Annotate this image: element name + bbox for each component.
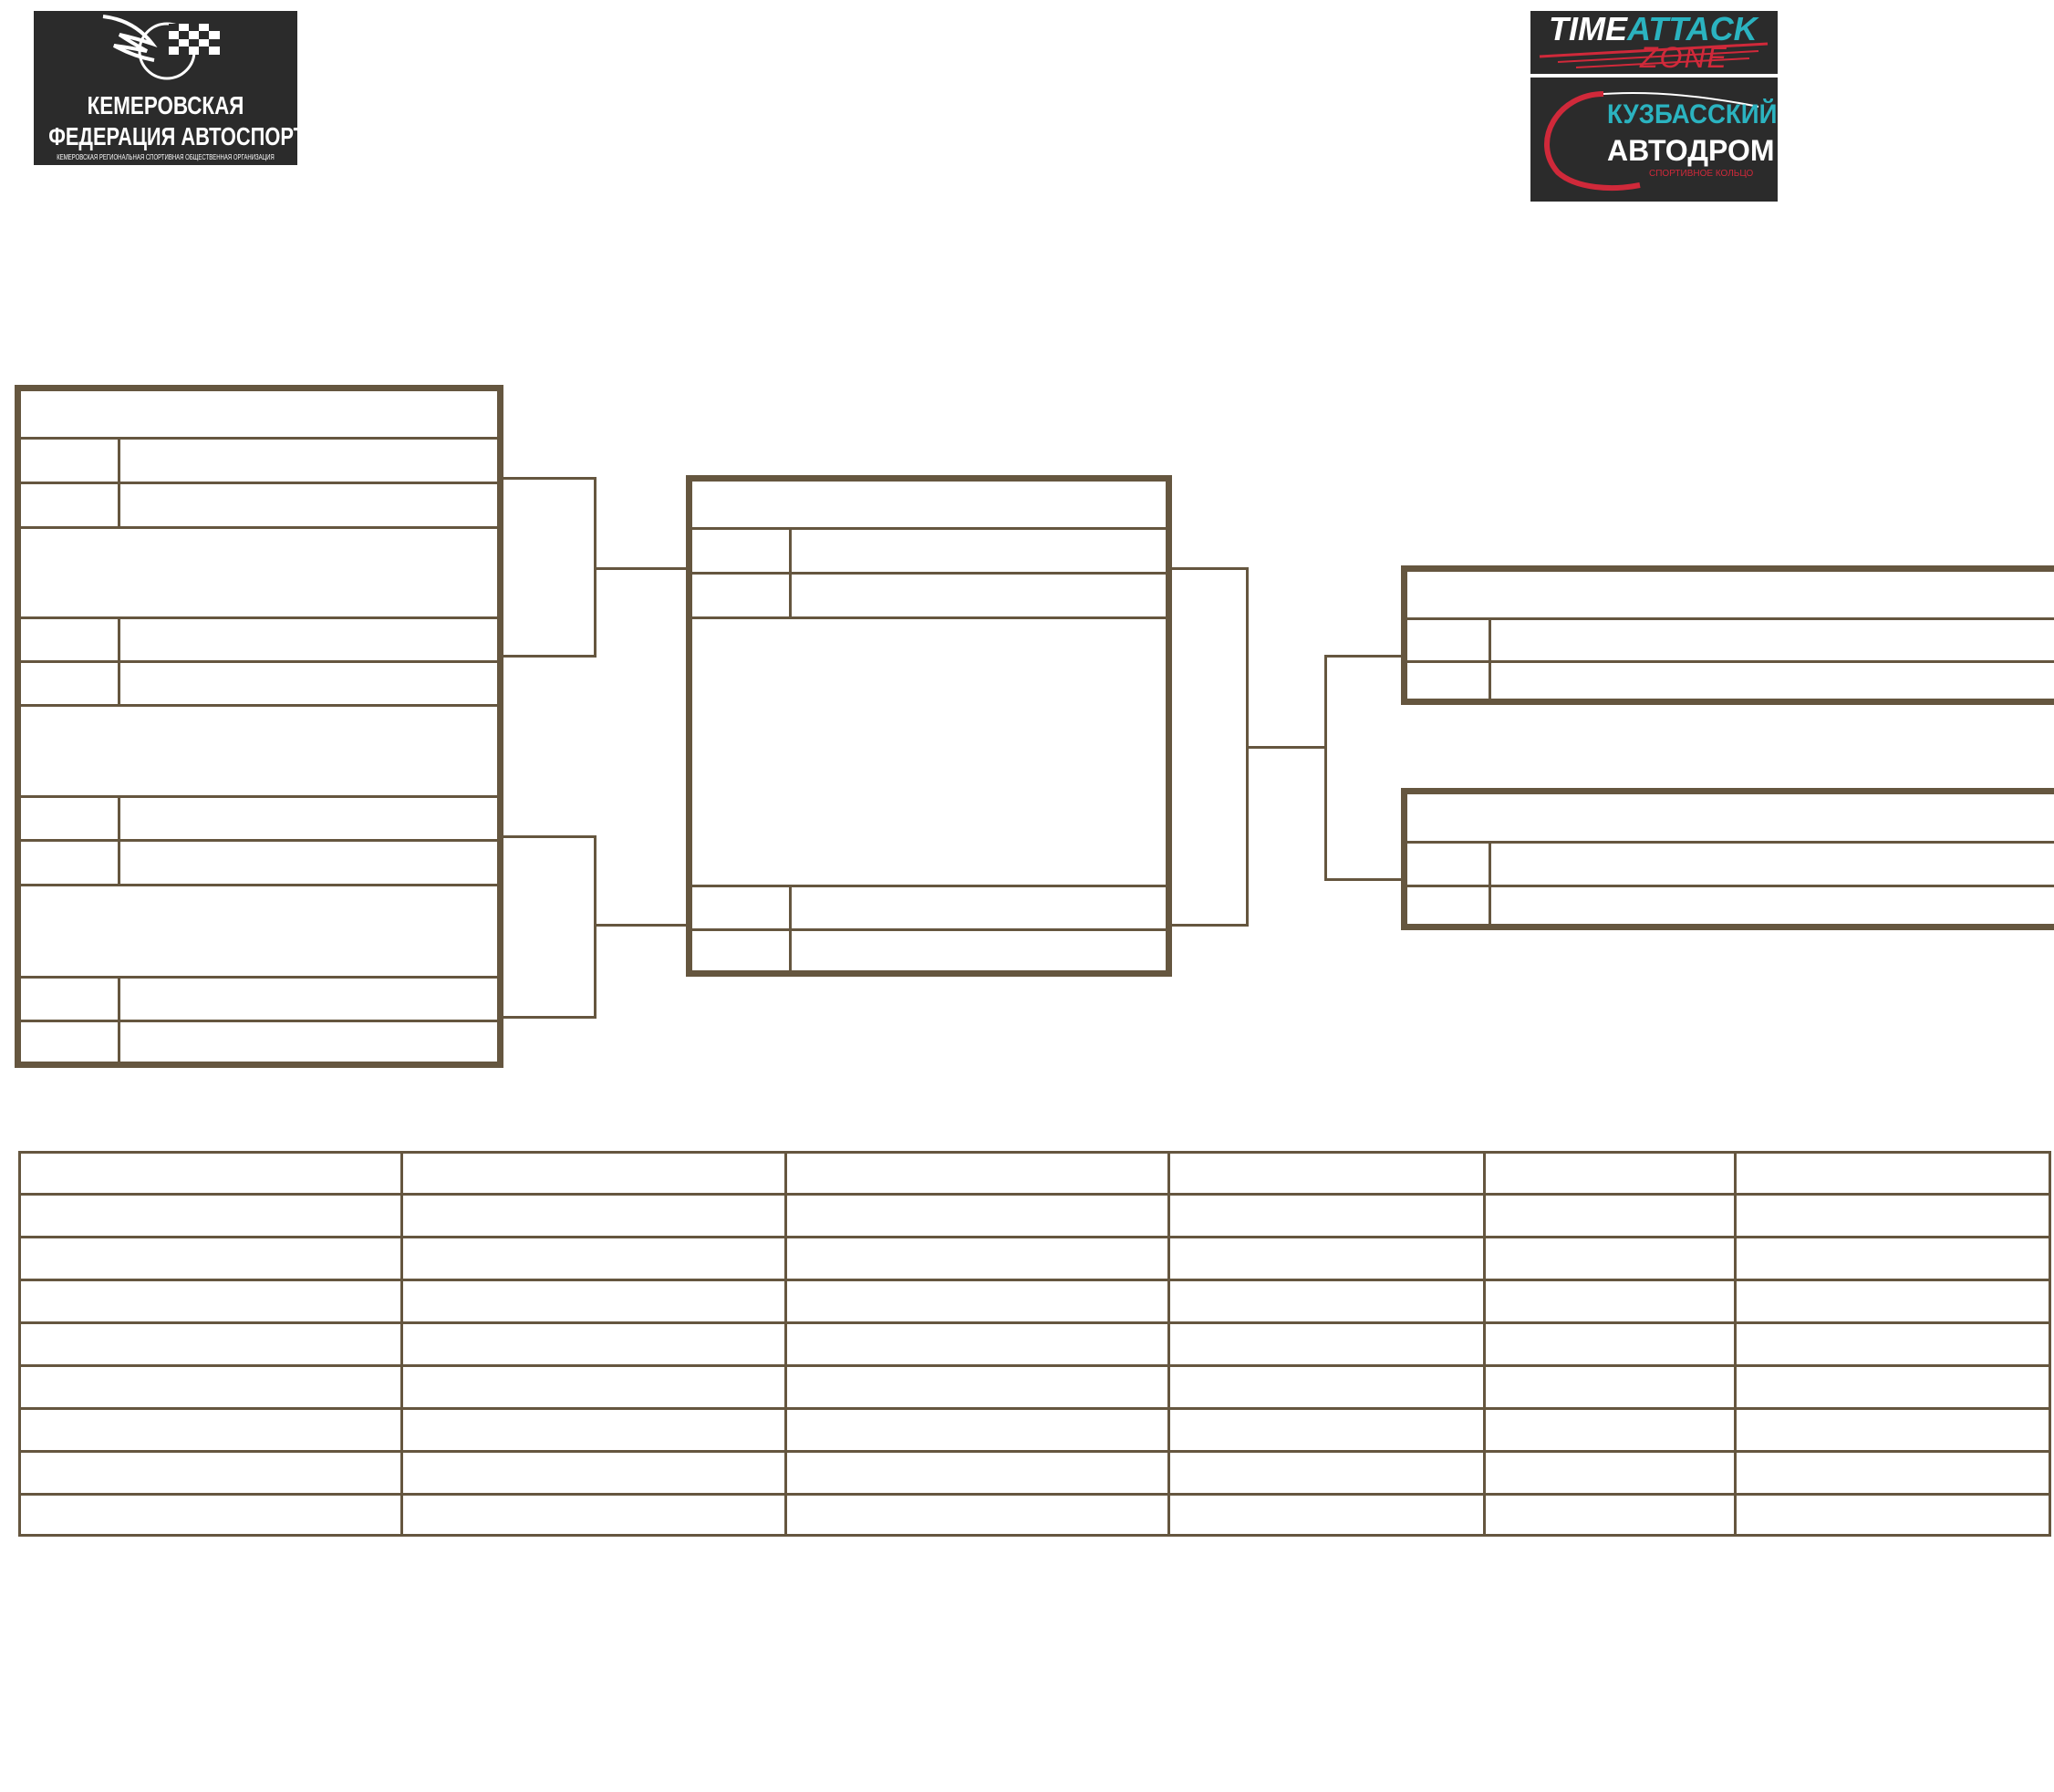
third-place-seed-1 (1407, 844, 1489, 885)
table-header-cell-1 (21, 1154, 400, 1193)
final-header (1407, 572, 2054, 617)
sf-pair-2-name-2 (792, 931, 1166, 970)
table-header-cell-4 (1170, 1154, 1483, 1193)
qf-pair-4-seed-1 (21, 979, 118, 1020)
logo-line-1: КЕМЕРОВСКАЯ (87, 91, 244, 119)
final-block (1401, 565, 2054, 705)
speed-stripes-icon (1539, 42, 1769, 68)
sf-pair-1-name-1 (792, 530, 1166, 572)
third-place-name-1 (1491, 844, 2054, 885)
table-row (21, 1238, 2049, 1279)
connector-qf2-v (594, 835, 596, 1019)
semifinal-block (686, 475, 1172, 977)
qf-pair-1-name-1 (120, 440, 497, 482)
time-attack-zone-logo: TIMEATTACK ZONE (1530, 11, 1778, 74)
table-row (21, 1281, 2049, 1321)
connector-sf-b (1172, 924, 1249, 927)
connector-qf1-a (503, 477, 596, 480)
connector-sf-out (1246, 746, 1326, 749)
kfa-logo: КЕМЕРОВСКАЯ ФЕДЕРАЦИЯ АВТОСПОРТА КЕМЕРОВ… (34, 11, 297, 165)
connector-qf2-b (503, 1016, 596, 1019)
sf-pair-1-seed-1 (692, 530, 789, 572)
kuzbass-autodrom-logo: КУЗБАССКИЙ АВТОДРОМ СПОРТИВНОЕ КОЛЬЦО (1530, 78, 1778, 202)
connector-qf2-out (594, 924, 689, 927)
final-name-2 (1491, 663, 2054, 699)
qf-pair-2-seed-1 (21, 619, 118, 660)
qf-pair-1-seed-2 (21, 484, 118, 526)
sf-pair-1-seed-2 (692, 575, 789, 616)
qf-pair-4-name-1 (120, 979, 497, 1020)
qf-pair-2-name-2 (120, 663, 497, 704)
qf-pair-1-seed-1 (21, 440, 118, 482)
qf-pair-1-name-2 (120, 484, 497, 526)
winged-flag-emblem-icon (102, 15, 220, 80)
connector-qf2-a (503, 835, 596, 838)
qf-pair-2-name-1 (120, 619, 497, 660)
table-row (21, 1496, 2049, 1534)
sf-header (692, 482, 1166, 527)
final-seed-2 (1407, 663, 1489, 699)
logo-word-zone: ZONE (1640, 41, 1728, 74)
table-row (21, 1410, 2049, 1450)
logo-word-time: TIME (1549, 11, 1627, 47)
third-place-name-2 (1491, 887, 2054, 924)
connector-final-b (1324, 878, 1401, 881)
logo-line-3: КЕМЕРОВСКАЯ РЕГИОНАЛЬНАЯ СПОРТИВНАЯ ОБЩЕ… (57, 153, 275, 161)
table-header-cell-5 (1486, 1154, 1734, 1193)
logo-kuzbass: КУЗБАССКИЙ (1607, 99, 1778, 129)
logo-word-attack: ATTACK (1627, 11, 1758, 47)
logo-tagline: СПОРТИВНОЕ КОЛЬЦО (1649, 169, 1754, 179)
sf-pair-2-seed-1 (692, 887, 789, 928)
table-row (21, 1367, 2049, 1407)
results-table (18, 1151, 2051, 1537)
qf-pair-3-seed-2 (21, 842, 118, 884)
table-header-cell-3 (787, 1154, 1167, 1193)
qf-pair-3-name-1 (120, 798, 497, 839)
sf-pair-1-name-2 (792, 575, 1166, 616)
qf-header (21, 391, 497, 437)
connector-qf1-b (503, 655, 596, 658)
table-row (21, 1453, 2049, 1493)
logo-line-2: ФЕДЕРАЦИЯ АВТОСПОРТА (48, 122, 297, 150)
connector-final-a (1324, 655, 1401, 658)
sf-pair-2-seed-2 (692, 931, 789, 970)
connector-final-v (1324, 655, 1327, 881)
final-seed-1 (1407, 620, 1489, 660)
third-place-seed-2 (1407, 887, 1489, 924)
qf-pair-4-seed-2 (21, 1022, 118, 1062)
connector-sf-a (1172, 567, 1249, 570)
race-track-icon (1544, 91, 1759, 192)
connector-qf1-out (594, 567, 689, 570)
third-place-header (1407, 794, 2054, 841)
table-row (21, 1196, 2049, 1236)
sf-pair-2-name-1 (792, 887, 1166, 928)
qf-pair-2-seed-2 (21, 663, 118, 704)
table-header-cell-2 (403, 1154, 784, 1193)
table-header-cell-6 (1737, 1154, 2049, 1193)
third-place-block (1401, 788, 2054, 930)
quarterfinal-block (15, 385, 503, 1068)
qf-pair-3-name-2 (120, 842, 497, 884)
final-name-1 (1491, 620, 2054, 660)
logo-autodrom: АВТОДРОМ (1607, 134, 1775, 167)
qf-pair-3-seed-1 (21, 798, 118, 839)
table-row (21, 1324, 2049, 1364)
qf-pair-4-name-2 (120, 1022, 497, 1062)
